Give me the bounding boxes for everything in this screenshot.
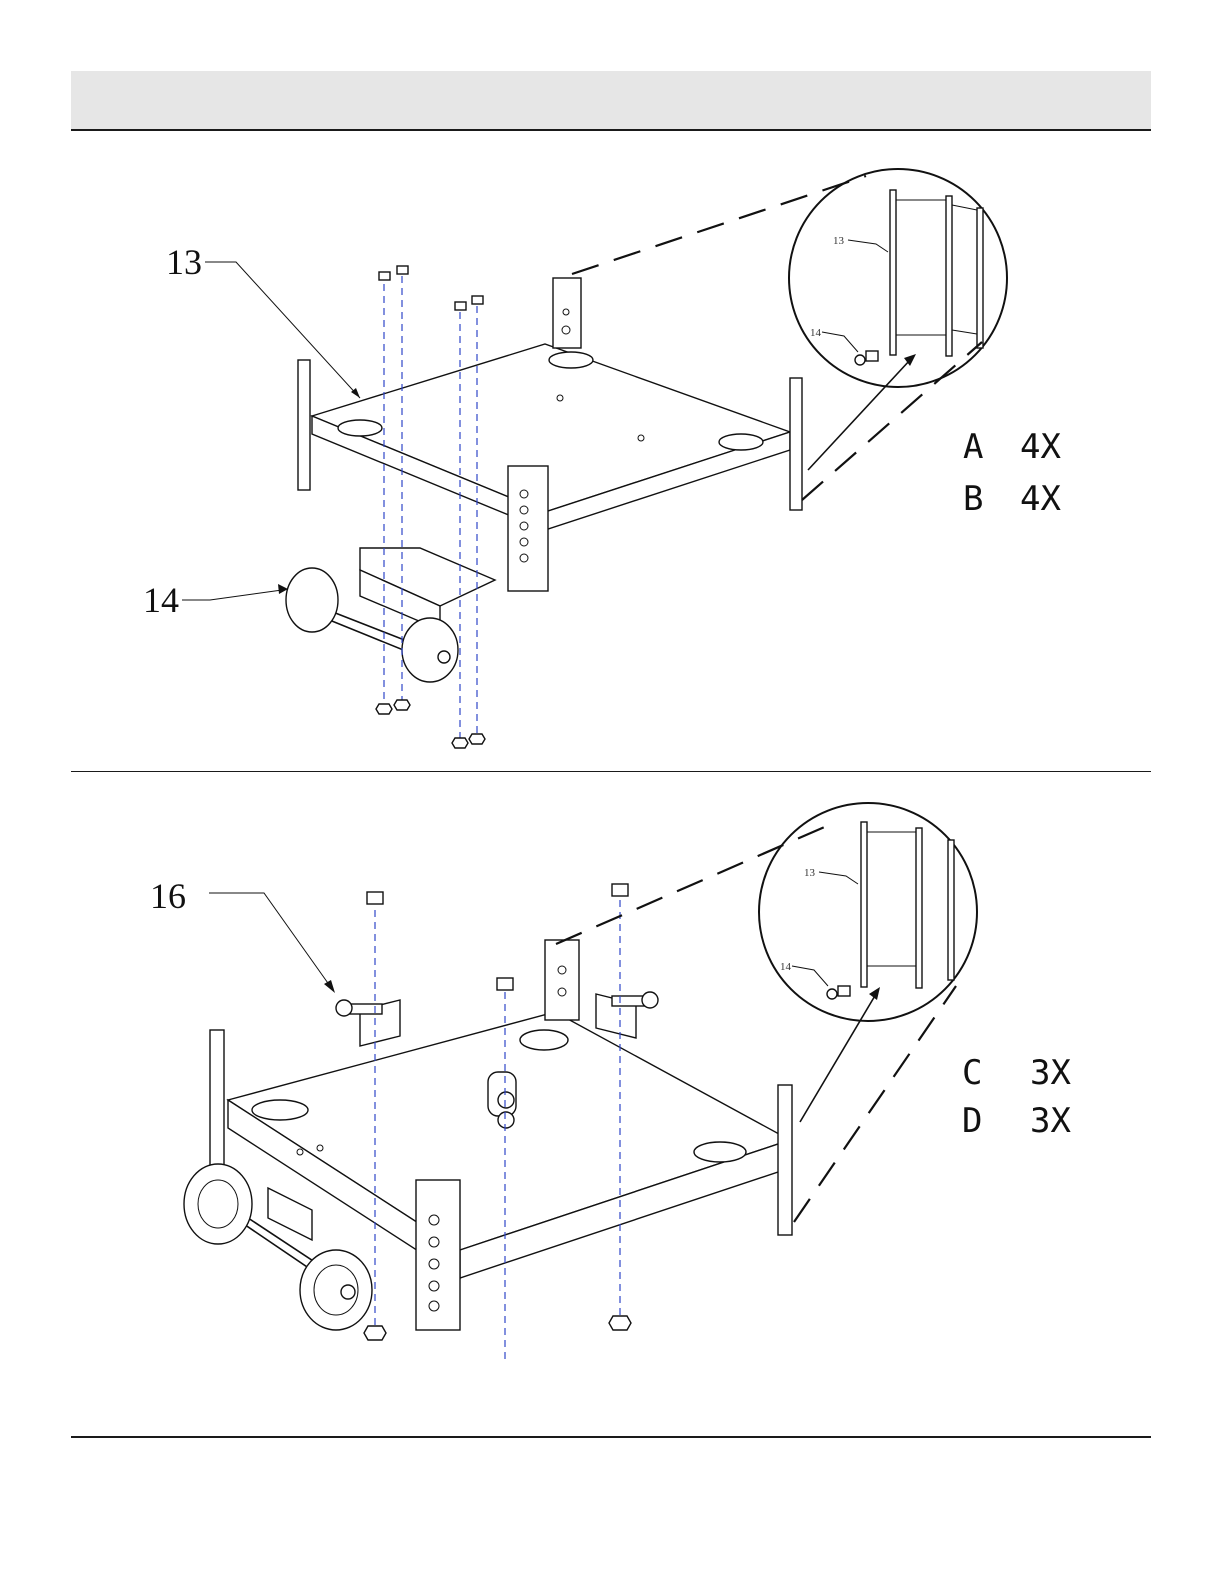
hardware-letter-c: C [962, 1053, 982, 1093]
hardware-qty-b: 4X [1020, 479, 1061, 519]
hardware-list-step2: C 3X D 3X [962, 1053, 1071, 1141]
callout-16: 16 [150, 876, 186, 916]
hardware-letter-a: A [963, 427, 983, 467]
hardware-letter-d: D [962, 1101, 982, 1141]
hardware-qty-c: 3X [1030, 1053, 1071, 1093]
handle-bolt-bracket-right [596, 992, 658, 1038]
header-band [71, 71, 1151, 131]
callout-13: 13 [166, 242, 202, 282]
hardware-b-nuts [376, 700, 485, 748]
inset-label-13b: 13 [804, 867, 816, 879]
hardware-qty-a: 4X [1020, 427, 1061, 467]
inset-detail-step1: 13 14 [789, 169, 1007, 470]
frame-assembled [210, 940, 792, 1330]
footer-divider [71, 1436, 1151, 1438]
frame-13 [298, 278, 802, 591]
inset-detail-step2: 13 14 [759, 803, 977, 1122]
inset-label-14b: 14 [780, 961, 792, 973]
inset-label-14: 14 [810, 327, 822, 339]
hardware-letter-b: B [963, 479, 983, 519]
hardware-list-step1: A 4X B 4X [963, 427, 1061, 519]
hardware-qty-d: 3X [1030, 1101, 1071, 1141]
hardware-d-nuts [364, 1316, 631, 1340]
handle-bolt-bracket-left [336, 1000, 400, 1046]
section-divider [71, 771, 1151, 772]
inset-label-13: 13 [833, 235, 845, 247]
step2-diagram: 16 13 14 C 3X D 3X [0, 780, 1225, 1420]
callout-14: 14 [143, 580, 179, 620]
step1-diagram: 13 14 13 14 A 4X B 4X [0, 140, 1225, 760]
wheel-assembly-14 [286, 548, 495, 682]
